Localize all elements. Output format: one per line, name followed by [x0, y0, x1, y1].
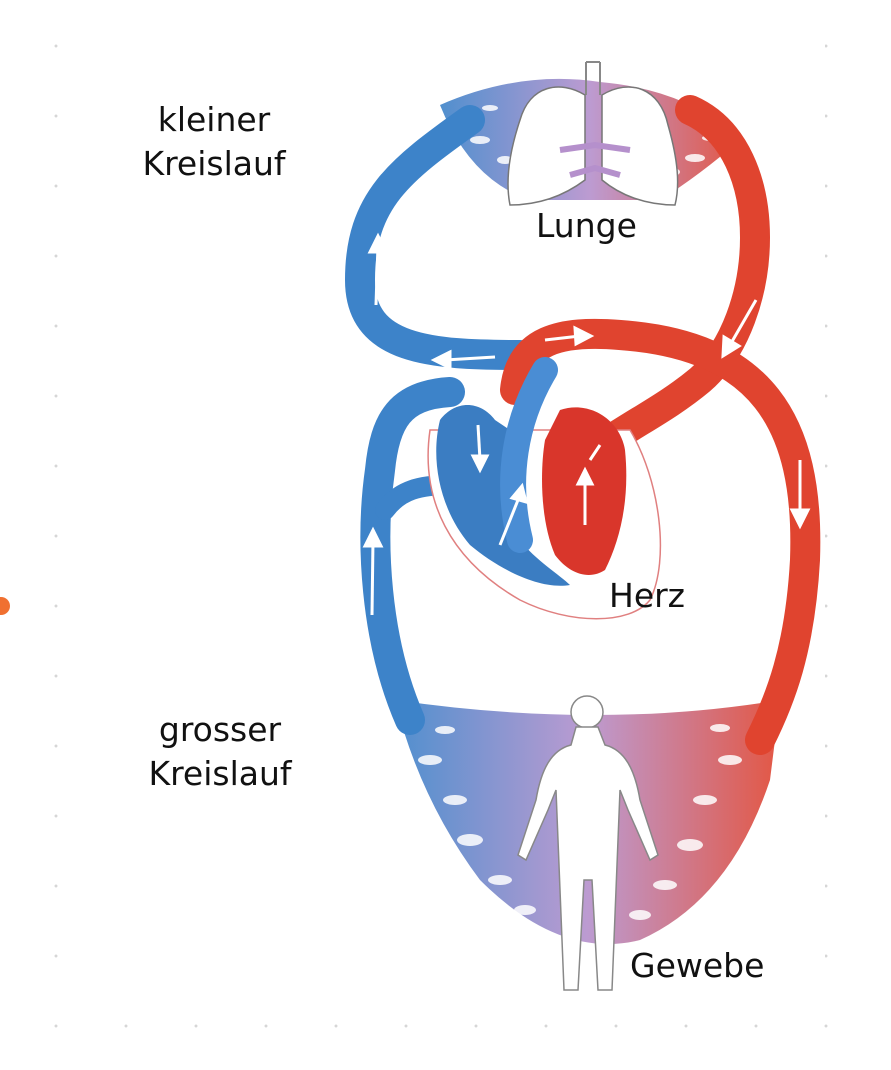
arrow-pulmonary-up-head [367, 232, 389, 254]
arrow-pulmonary-up [374, 244, 380, 306]
arrow-heart-4 [588, 444, 602, 461]
lungs-icon [507, 61, 679, 206]
heart-icon [427, 357, 662, 620]
arrow-pulmonary-left [444, 355, 496, 362]
arrow-pulmonary-left-head [430, 349, 452, 371]
accent-dot [0, 597, 10, 615]
arrow-pv-down [728, 299, 758, 346]
lung-inner-vessels [559, 141, 631, 178]
large-circuit-label: grosser Kreislauf [118, 708, 322, 796]
small-circuit-label: kleiner Kreislauf [110, 98, 318, 186]
small-circuit-label-line1: kleiner [157, 100, 271, 139]
arrow-heart-1 [476, 424, 482, 461]
arrow-heart-1-head [470, 454, 490, 474]
flow-arrow-icon [362, 232, 811, 616]
arrow-vc-up [370, 539, 375, 616]
arrow-pv-down-head [721, 334, 742, 359]
heart-label: Herz [609, 576, 686, 615]
human-body-icon [517, 695, 659, 991]
lung-label: Lunge [536, 206, 637, 245]
arrow-vc-up-head [362, 526, 384, 548]
tissue-label: Gewebe [630, 946, 765, 985]
tissue-capillary-mesh [418, 724, 742, 920]
arrow-heart-2-head [509, 482, 529, 505]
large-circuit-label-line2: Kreislauf [148, 754, 292, 793]
arrow-heart-3-head [575, 466, 595, 486]
large-circuit-label-line1: grosser [158, 710, 282, 749]
right-lung [601, 86, 679, 206]
arrow-aorta-down-head [789, 508, 811, 530]
left-lung [507, 86, 586, 206]
trachea [585, 61, 601, 95]
pulmonary-artery [344, 105, 535, 370]
pulmonary-trunk [500, 357, 558, 553]
vena-cava [360, 377, 465, 735]
arrow-heart-2 [498, 494, 522, 546]
arrow-aorta-right-head [573, 325, 595, 347]
small-circuit-label-line2: Kreislauf [142, 144, 286, 183]
